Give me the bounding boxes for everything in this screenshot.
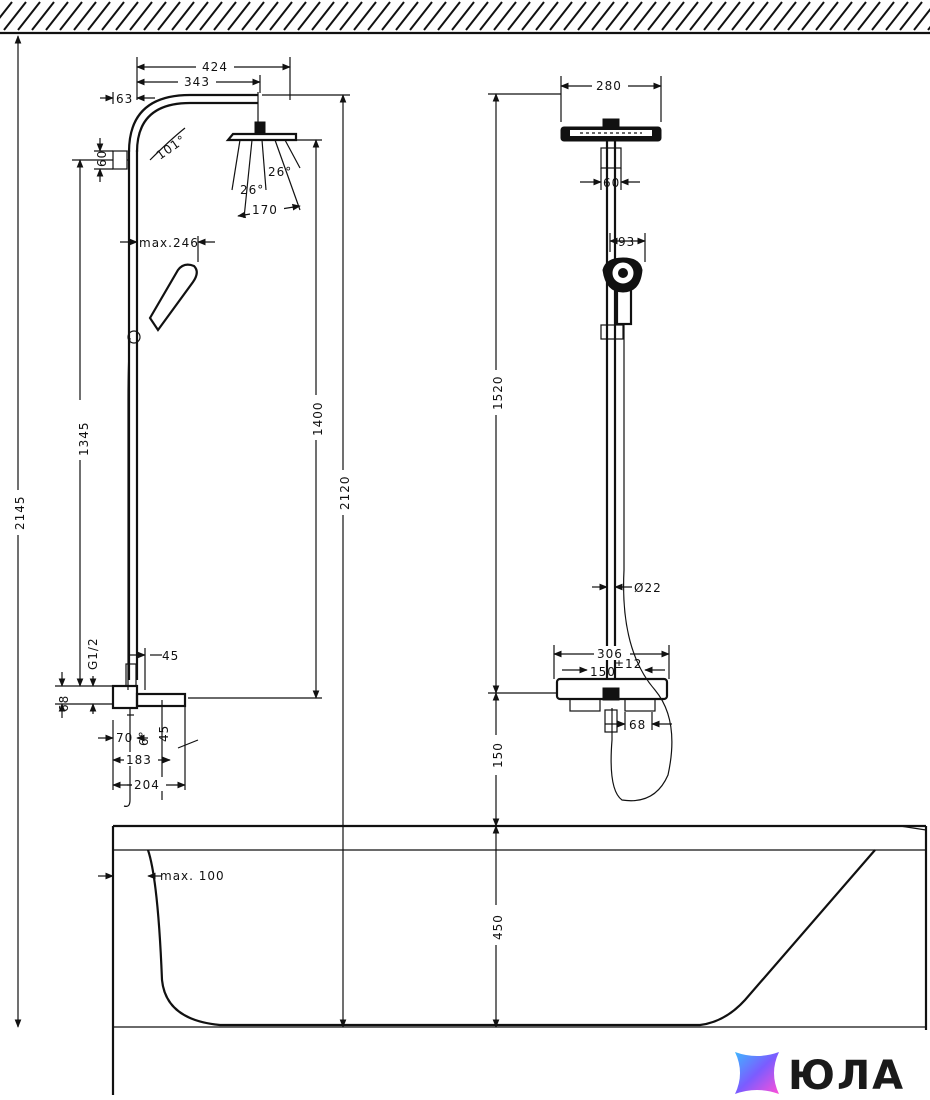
dim-170: 170 [252,203,278,217]
angle-26-right: 26° [268,165,292,179]
dim-68-front: 68 [629,718,646,732]
dim-204: 204 [134,778,160,792]
dim-1400: 1400 [311,401,325,436]
dim-60-side: 60 [95,150,109,167]
side-view-dimensions: 424 343 63 60 101° 26° 26° 170 [10,35,352,1028]
dim-60-front: 60 [603,176,620,190]
dim-dia-22: Ø22 [634,581,662,595]
dim-343: 343 [184,75,210,89]
dim-max-246: max.246 [139,236,199,250]
dim-2145: 2145 [13,495,27,530]
angle-26-left: 26° [240,183,264,197]
ceiling [0,1,930,35]
dim-1520: 1520 [491,375,505,410]
dim-280: 280 [596,79,622,93]
dim-150-front: 150 [590,665,616,679]
dim-45-bottom: 45 [157,725,171,742]
dim-max-100: max. 100 [160,869,225,883]
dim-183: 183 [126,753,152,767]
dim-68-side: 68 [57,695,71,712]
dim-63: 63 [116,92,133,106]
dim-g12: G1/2 [86,637,100,670]
dim-2120: 2120 [338,475,352,510]
front-view-shower [555,118,673,802]
bathtub: max. 100 [98,824,928,1095]
dim-306: 306 [597,647,623,661]
dim-450: 450 [491,914,505,940]
dim-93: 93 [618,235,635,249]
dim-70: 70 [116,731,133,745]
dim-1345: 1345 [77,421,91,456]
angle-6: 6° [137,730,151,746]
dim-424: 424 [202,60,228,74]
dim-150-height: 150 [491,742,505,768]
dim-tolerance: ±12 [614,657,642,671]
dim-45-top: 45 [162,649,179,663]
logo-text: ЮЛА [788,1053,906,1099]
side-view-shower [111,92,298,807]
logo-mark [735,1052,779,1094]
ceiling-hatching [0,1,930,31]
angle-101: 101° [154,132,189,162]
front-view-dimensions: 280 60 93 1520 Ø22 306 150 ±12 [488,76,672,1028]
